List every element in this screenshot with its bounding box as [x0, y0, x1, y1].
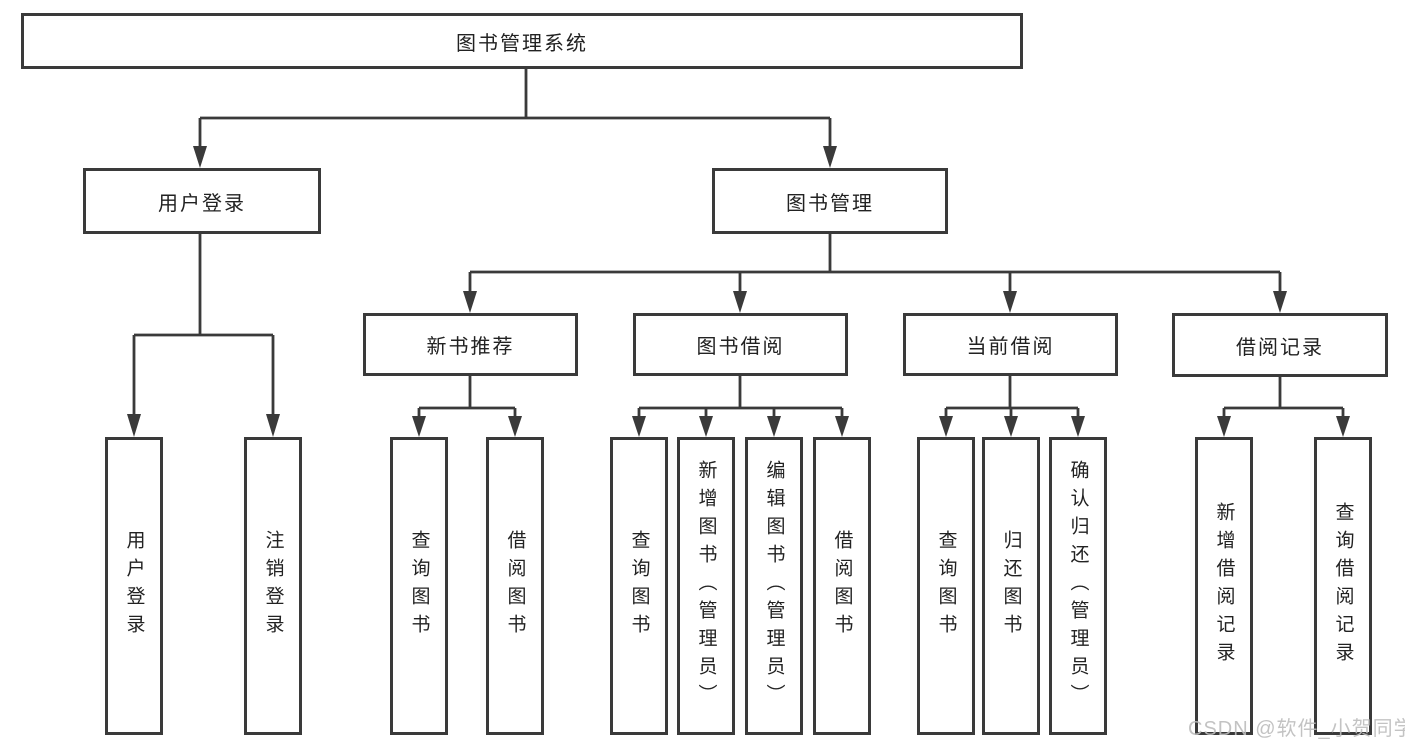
- node-book-borrow: 图书借阅: [633, 313, 848, 376]
- node-label: 图书管理: [786, 192, 874, 215]
- node-label: 图书管理系统: [456, 32, 588, 55]
- leaf-label: 查询借阅记录: [1332, 502, 1354, 670]
- leaf-confirm-return-admin: 确认归还（管理员）: [1049, 437, 1107, 735]
- leaf-edit-books-admin: 编辑图书（管理员）: [745, 437, 803, 735]
- connector-new-book-recommend-to-leaves: [412, 376, 522, 437]
- node-book-management: 图书管理: [712, 168, 948, 234]
- leaf-query-books-2: 查询图书: [610, 437, 668, 735]
- connector-book-borrow-to-leaves: [632, 376, 849, 437]
- leaf-label: 新增图书（管理员）: [695, 460, 717, 712]
- leaf-query-books-3: 查询图书: [917, 437, 975, 735]
- node-label: 用户登录: [158, 192, 246, 215]
- leaf-return-books: 归还图书: [982, 437, 1040, 735]
- leaf-user-login: 用户登录: [105, 437, 163, 735]
- connector-user-login-to-leaves: [127, 234, 280, 437]
- leaf-label: 查询图书: [628, 530, 650, 642]
- leaf-label: 查询图书: [408, 530, 430, 642]
- node-library-management-system: 图书管理系统: [21, 13, 1023, 69]
- leaf-label: 借阅图书: [504, 530, 526, 642]
- leaf-label: 查询图书: [935, 530, 957, 642]
- node-new-book-recommend: 新书推荐: [363, 313, 578, 376]
- watermark: CSDN @软件_小贺同学: [1188, 718, 1405, 740]
- leaf-label: 新增借阅记录: [1213, 502, 1235, 670]
- leaf-label: 注销登录: [262, 530, 284, 642]
- node-label: 当前借阅: [966, 336, 1055, 358]
- connector-book-management-to-level3: [463, 234, 1287, 313]
- node-user-login: 用户登录: [83, 168, 321, 234]
- leaf-query-books-1: 查询图书: [390, 437, 448, 735]
- leaf-label: 归还图书: [1000, 530, 1022, 642]
- node-current-borrow: 当前借阅: [903, 313, 1118, 376]
- connector-current-borrow-to-leaves: [939, 376, 1085, 437]
- leaf-label: 用户登录: [123, 530, 145, 642]
- node-borrow-records: 借阅记录: [1172, 313, 1388, 377]
- leaf-label: 确认归还（管理员）: [1067, 460, 1089, 712]
- leaf-label: 编辑图书（管理员）: [763, 460, 785, 712]
- node-label: 新书推荐: [426, 336, 515, 358]
- leaf-query-borrow-record: 查询借阅记录: [1314, 437, 1372, 735]
- leaf-logout: 注销登录: [244, 437, 302, 735]
- node-label: 图书借阅: [696, 336, 785, 358]
- leaf-add-borrow-record: 新增借阅记录: [1195, 437, 1253, 735]
- leaf-label: 借阅图书: [831, 530, 853, 642]
- connector-borrow-records-to-leaves: [1217, 377, 1350, 437]
- leaf-borrow-books-1: 借阅图书: [486, 437, 544, 735]
- connector-root-to-level2: [193, 69, 837, 168]
- node-label: 借阅记录: [1236, 336, 1324, 359]
- leaf-add-books-admin: 新增图书（管理员）: [677, 437, 735, 735]
- leaf-borrow-books-2: 借阅图书: [813, 437, 871, 735]
